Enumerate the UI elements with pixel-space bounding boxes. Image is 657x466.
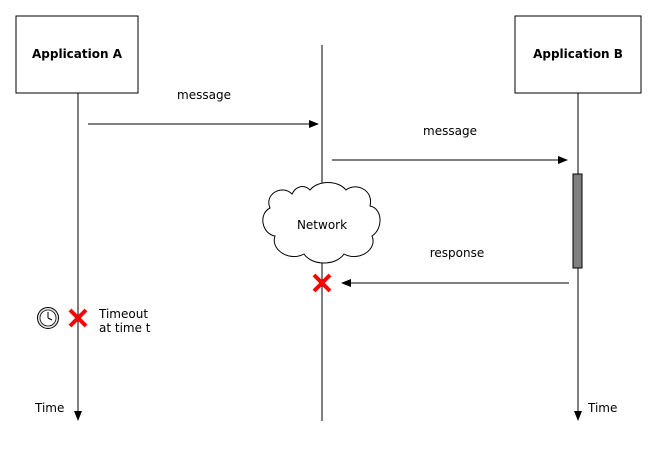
message-network-to-b-label: message: [423, 124, 477, 138]
clock-icon: [37, 307, 59, 329]
red-x-icon: [312, 273, 332, 293]
application-a-label: Application A: [32, 47, 123, 61]
application-b-label: Application B: [533, 47, 623, 61]
message-network-to-b: message: [332, 124, 568, 164]
response-label: response: [430, 246, 485, 260]
timeout-label-line1: Timeout: [98, 307, 148, 321]
application-b-activation-bar: [572, 173, 583, 269]
time-label-right: Time: [587, 401, 617, 415]
response-b-to-network: response: [341, 246, 569, 287]
application-a-box: Application A: [15, 15, 139, 94]
time-label-left: Time: [34, 401, 64, 415]
network-label: Network: [297, 218, 347, 232]
timeout-x-icon: [68, 308, 88, 328]
timeout-label-line2: at time t: [99, 321, 151, 335]
network-cloud: Network: [262, 182, 381, 264]
application-b-box: Application B: [514, 15, 642, 94]
message-a-to-network: message: [88, 88, 319, 128]
message-a-to-network-label: message: [177, 88, 231, 102]
